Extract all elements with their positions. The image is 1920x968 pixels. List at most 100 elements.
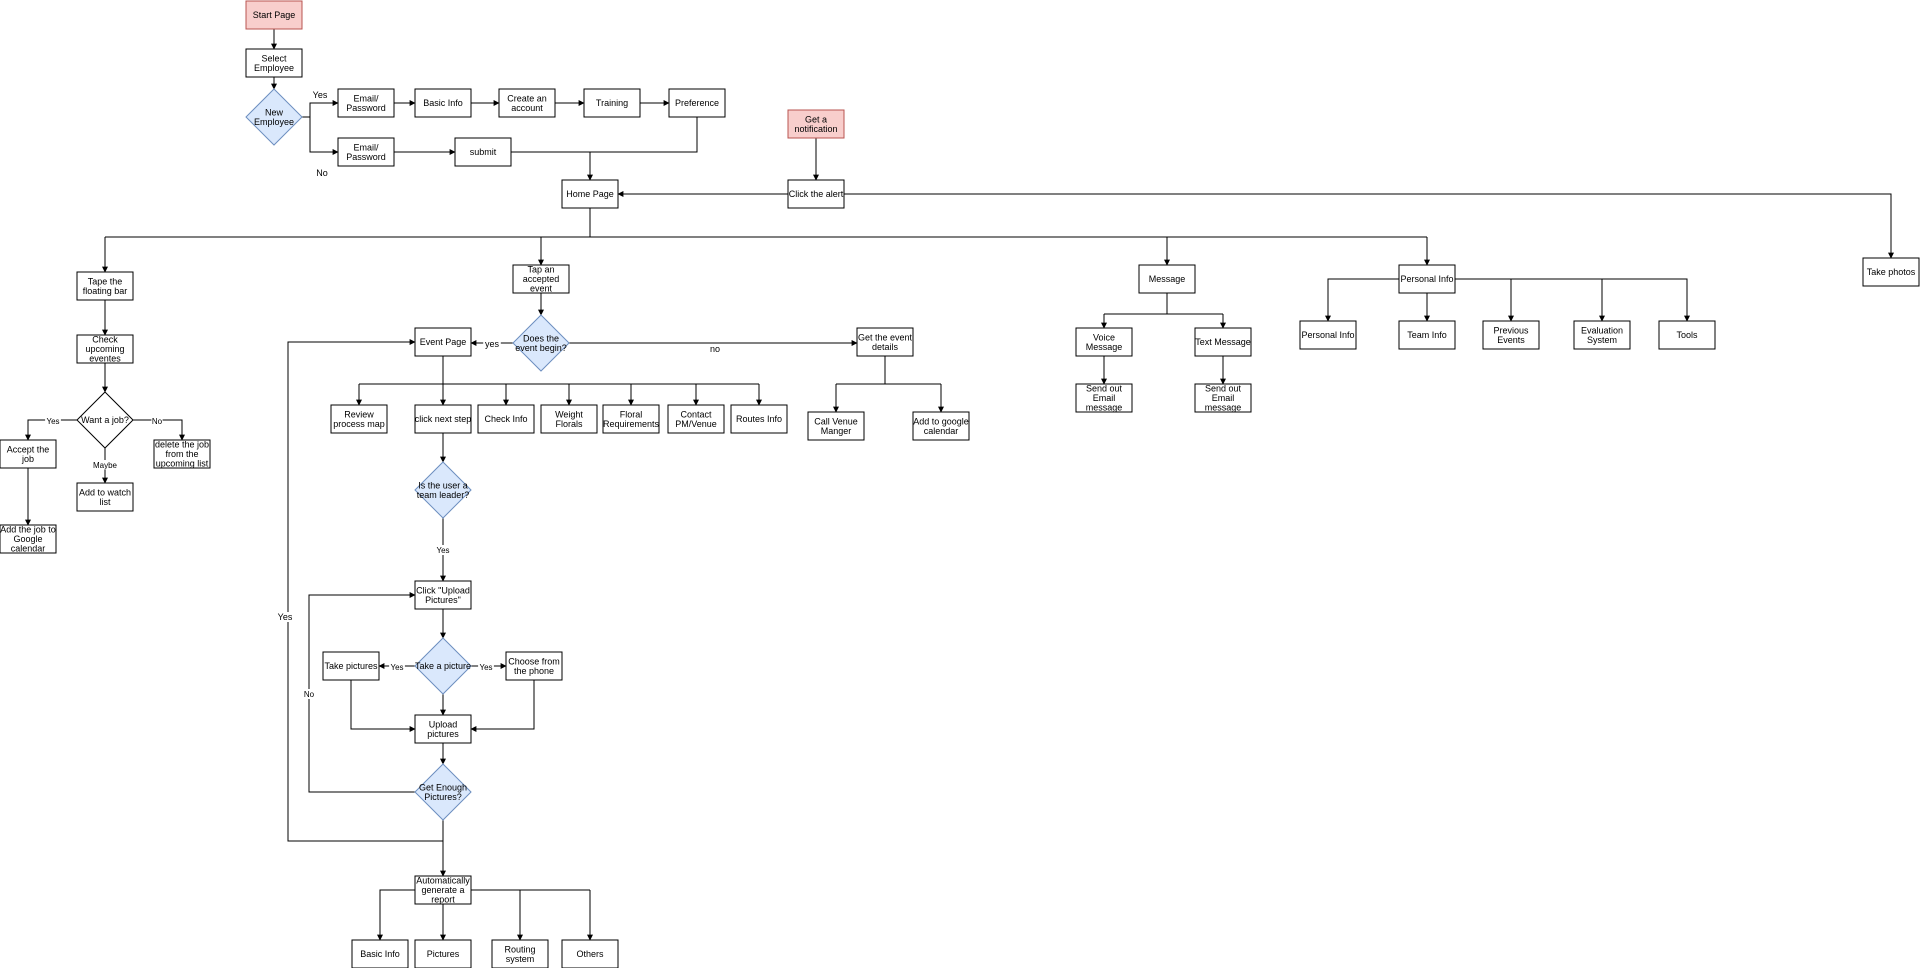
node-label-line: Manger [821,426,852,436]
node-shape [414,327,472,357]
node-label-line: Call Venue [814,416,858,426]
edge-label-loop-yes: Yes [278,612,293,622]
node-take-pictures: Take pictures [322,651,380,681]
node-shape [337,137,395,167]
flow-edge-50 [308,592,416,793]
flow-edge-64 [1325,278,1399,322]
node-label-line: Previous [1493,325,1529,335]
node-label-line: Select [261,53,287,63]
node-email-password-new: Email/Password [337,88,395,118]
node-shape [76,482,134,512]
node-shape [1658,320,1716,350]
node-label-line: Email/ [353,142,379,152]
flow-edge-10 [590,117,698,153]
node-label-line: System [1587,335,1617,345]
flowchart-edges [25,29,1894,941]
node-label-line: Does the [523,333,559,343]
node-label-line: Message [1086,342,1123,352]
node-label-line: Personal Info [1301,330,1354,340]
node-label-line: eventes [89,354,121,364]
node-label-line: generate a [421,885,464,895]
edge-label-begin-yes: yes [485,339,500,349]
node-shape [512,314,570,372]
flow-edge-23 [133,419,185,441]
node-label-line: Florals [555,419,583,429]
node-label-line: Password [346,152,386,162]
node-shape [540,404,598,434]
node-label-line: Team Info [1407,330,1447,340]
node-start: Start Page [245,0,303,30]
edge-label-take-left-yes: Yes [390,663,403,672]
flow-edge-52 [287,339,443,842]
edge-label-new-yes: Yes [313,90,328,100]
edge-label-want-maybe: Maybe [93,461,118,470]
node-report-basic-info: Basic Info [351,939,409,968]
node-label-line: notification [794,124,837,134]
node-shape [1075,327,1133,357]
node-label-line: calendar [924,426,959,436]
edge-label-bg [708,344,722,354]
node-shape [1862,257,1920,287]
edge-label-bg [92,460,118,470]
node-label-line: system [506,954,535,964]
node-label-line: from the [165,449,198,459]
node-shape [414,939,472,968]
node-label-line: Pictures? [424,792,462,802]
node-label-line: upcoming list [156,459,209,469]
node-label-line: Contact [680,409,712,419]
node-label-line: Tools [1676,330,1698,340]
edge-label-want-yes: Yes [46,417,59,426]
node-label-line: Requirements [603,419,660,429]
node-label-line: Create an [507,93,547,103]
node-take-photos: Take photos [1862,257,1920,287]
node-label-line: Email/ [353,93,379,103]
node-label-line: Tap an [527,265,554,275]
node-label-line: Google [13,534,42,544]
node-label-line: report [431,895,455,905]
node-shape [498,88,556,118]
node-label-line: Basic Info [360,949,400,959]
node-label-line: Weight [555,409,583,419]
node-shape [667,404,725,434]
node-shape [1398,264,1456,294]
node-shape [454,137,512,167]
node-training: Training [583,88,641,118]
node-shape [561,179,619,209]
node-label-line: Check [92,335,118,345]
node-report-others: Others [561,939,619,968]
node-shape [414,580,472,610]
node-label-line: Review [344,409,374,419]
edge-label-want-no: No [152,417,163,426]
node-label-line: account [511,103,543,113]
node-label-line: Get a [805,114,827,124]
node-label-line: process map [333,419,385,429]
flow-edge-2 [302,100,339,118]
node-label-line: Home Page [566,189,614,199]
node-shape [330,404,388,434]
node-label-line: Check Info [484,414,527,424]
edge-label-bg [151,416,163,426]
node-shape [477,404,535,434]
node-label-line: Password [346,103,386,113]
flow-edge-53 [377,889,415,941]
flow-edge-48 [470,680,535,732]
node-shape [414,637,472,695]
node-label-line: Get the event [858,332,913,342]
node-label-line: Training [596,98,628,108]
node-basic-info-top: Basic Info [414,88,472,118]
node-shape [245,0,303,30]
edge-label-bg [478,662,494,672]
node-shape [0,524,57,554]
node-label-line: Pictures" [425,595,461,605]
